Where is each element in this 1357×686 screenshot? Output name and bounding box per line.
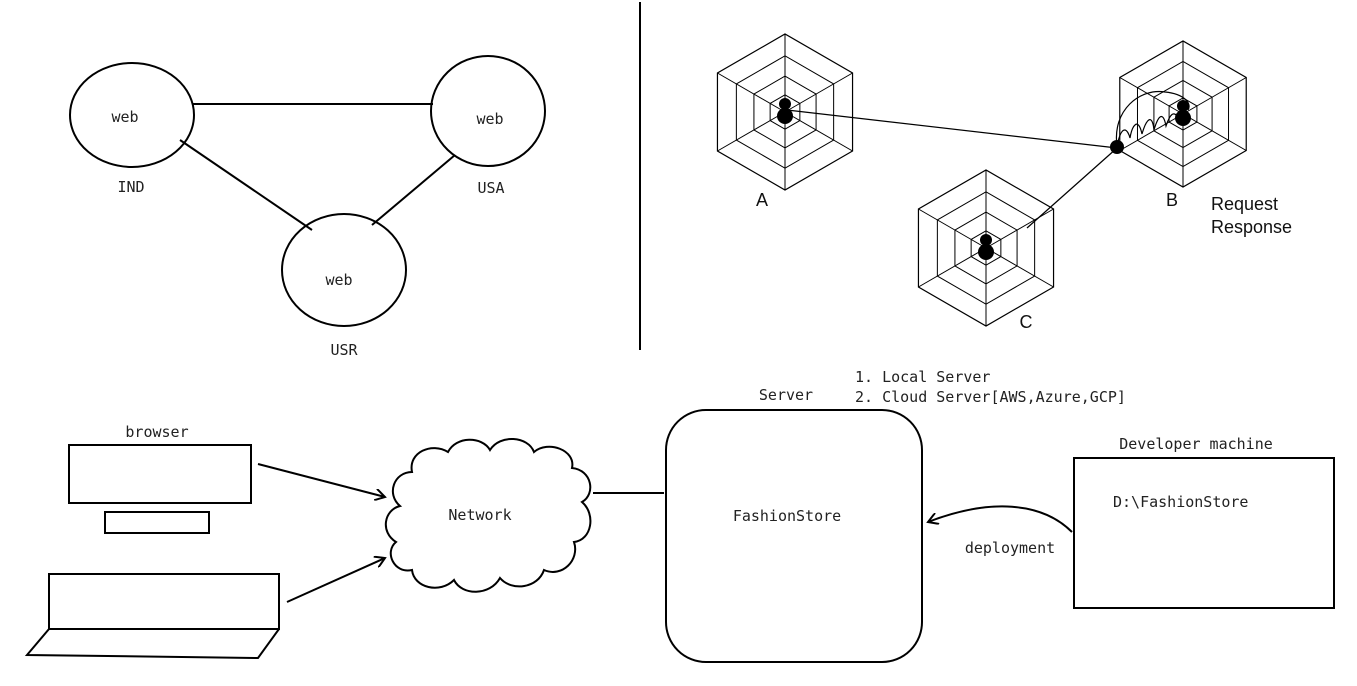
server-box (665, 409, 923, 663)
web-b (1119, 40, 1247, 188)
link-usa-usr (371, 154, 456, 226)
network-cloud (385, 437, 592, 593)
caption-ind: IND (117, 178, 144, 196)
desktop-keyboard (104, 511, 210, 534)
link-ind-usr (179, 139, 313, 231)
web-c-spoke (918, 208, 987, 249)
web-c-spider-body (978, 244, 994, 260)
caption-usa: USA (477, 179, 504, 197)
web-a-spider-body (777, 108, 793, 124)
web-c-spoke (918, 247, 987, 288)
server-caption: Server (759, 386, 813, 404)
caption-usr: USR (330, 341, 358, 359)
response-label: Response (1211, 217, 1292, 237)
web-node-usa-label: web (476, 110, 503, 128)
web-a-spider-head (779, 98, 791, 110)
web-a-spoke (717, 72, 786, 113)
server-app-label: FashionStore (733, 507, 841, 525)
deployment-label: deployment (965, 539, 1055, 557)
request-label: Request (1211, 194, 1278, 214)
browser-label: browser (125, 423, 188, 441)
web-b-spider-body (1175, 110, 1191, 126)
web-b-spoke (1119, 113, 1184, 151)
dev-machine-title: Developer machine (1119, 435, 1273, 453)
web-c-label: C (1020, 312, 1033, 332)
web-node-ind (69, 62, 195, 168)
thread-a-b (786, 109, 1118, 149)
desktop-to-network-arrow (257, 463, 385, 497)
web-c (917, 169, 1055, 327)
deployment-arrow (928, 505, 1073, 533)
web-c-spoke (985, 247, 1054, 288)
web-a-label: A (756, 190, 768, 210)
spider-webs: A B C Request Response (716, 33, 1292, 332)
web-b-spoke (1182, 113, 1247, 151)
thread-c-b (1026, 147, 1118, 229)
request-response-spring (1116, 113, 1179, 147)
web-node-usr (281, 213, 407, 327)
server-option-1: 1. Local Server (855, 368, 990, 386)
web-a (716, 33, 854, 191)
web-node-ind-label: web (111, 108, 138, 126)
laptop-base (24, 628, 280, 660)
dev-path-label: D:\FashionStore (1113, 493, 1248, 511)
web-a-spoke (784, 72, 853, 113)
web-b-label: B (1166, 190, 1178, 210)
deployment-diagram: browser Network Server 1. Local Server 2… (24, 368, 1335, 663)
laptop-screen (48, 573, 280, 630)
web-mesh: web web web IND USA USR (69, 55, 546, 359)
network-label: Network (448, 506, 511, 524)
web-node-usr-label: web (325, 271, 352, 289)
web-c-spoke (985, 208, 1054, 249)
web-c-spider-head (980, 234, 992, 246)
desktop-monitor (68, 444, 252, 504)
thread-junction (1110, 140, 1124, 154)
web-b-spider-head (1177, 100, 1189, 112)
response-loop (1115, 90, 1190, 147)
web-b-spoke (1182, 77, 1247, 115)
web-b-spoke (1119, 77, 1184, 115)
web-a-spoke (784, 111, 853, 152)
server-option-2: 2. Cloud Server[AWS,Azure,GCP] (855, 388, 1126, 406)
web-node-usa (430, 55, 546, 167)
dev-machine-box (1073, 457, 1335, 609)
web-a-spoke (717, 111, 786, 152)
laptop-to-network-arrow (286, 558, 385, 603)
